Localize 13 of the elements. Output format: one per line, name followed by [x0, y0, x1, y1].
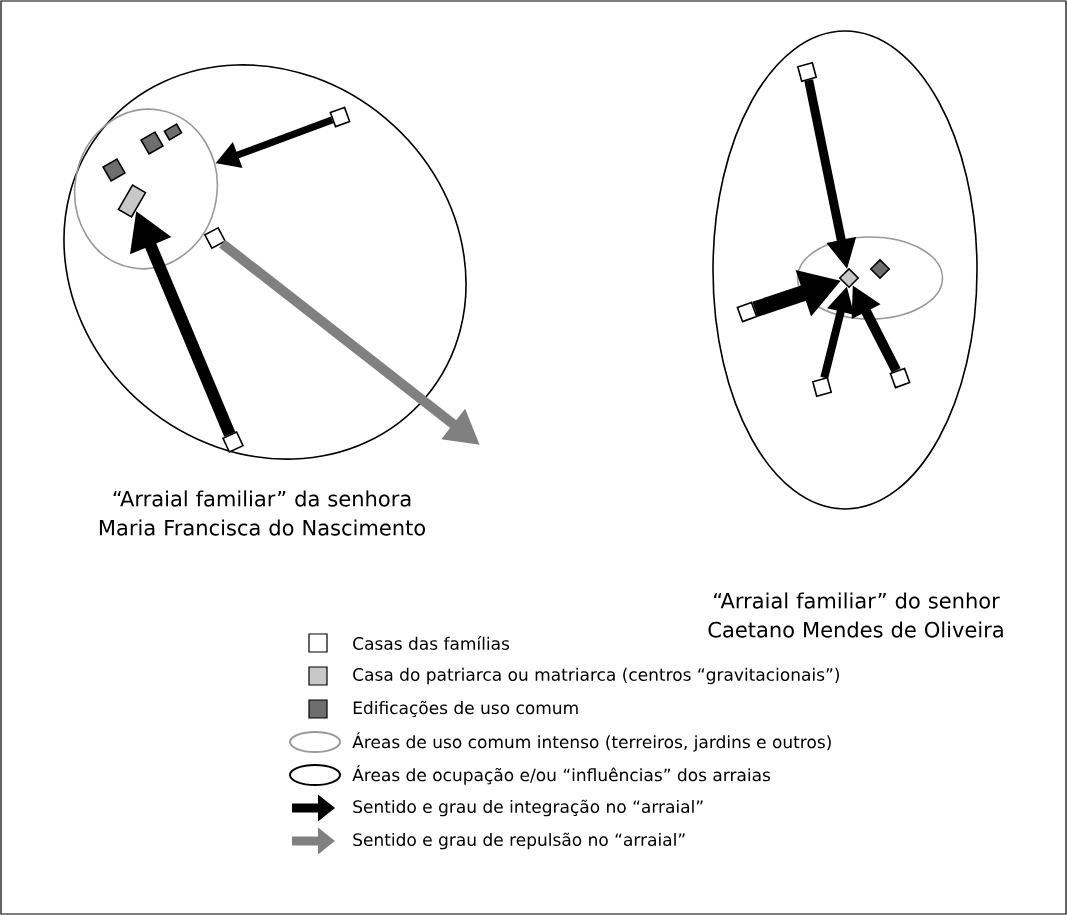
legend-text: Sentido e grau de integração no “arraial”: [353, 799, 703, 817]
legend-text: Áreas de uso comum intenso (terreiros, jardins e outros): [352, 732, 831, 752]
common-area-ellipse: [796, 236, 944, 320]
legend-text: Edificações de uso comum: [353, 700, 578, 718]
legend-text: Sentido e grau de repulsão no “arraial”: [353, 832, 685, 850]
legend-text: Casas das famílias: [353, 636, 510, 650]
legend-text: Casa do patriarca ou matriarca (centros “gravitacionais”): [353, 667, 839, 685]
shared-building: [163, 123, 183, 141]
common-area-ellipse: [74, 108, 218, 270]
area-caption: “Arraial familiar” da senhora Maria Francisca do Nascimento: [99, 490, 426, 536]
patriarch-house: [117, 184, 147, 218]
legend-text: Áreas de ocupação e/ou “influências” dos arraias: [352, 765, 771, 785]
area-caption: “Arraial familiar” do senhor Caetano Mendes de Oliveira: [708, 592, 1003, 638]
